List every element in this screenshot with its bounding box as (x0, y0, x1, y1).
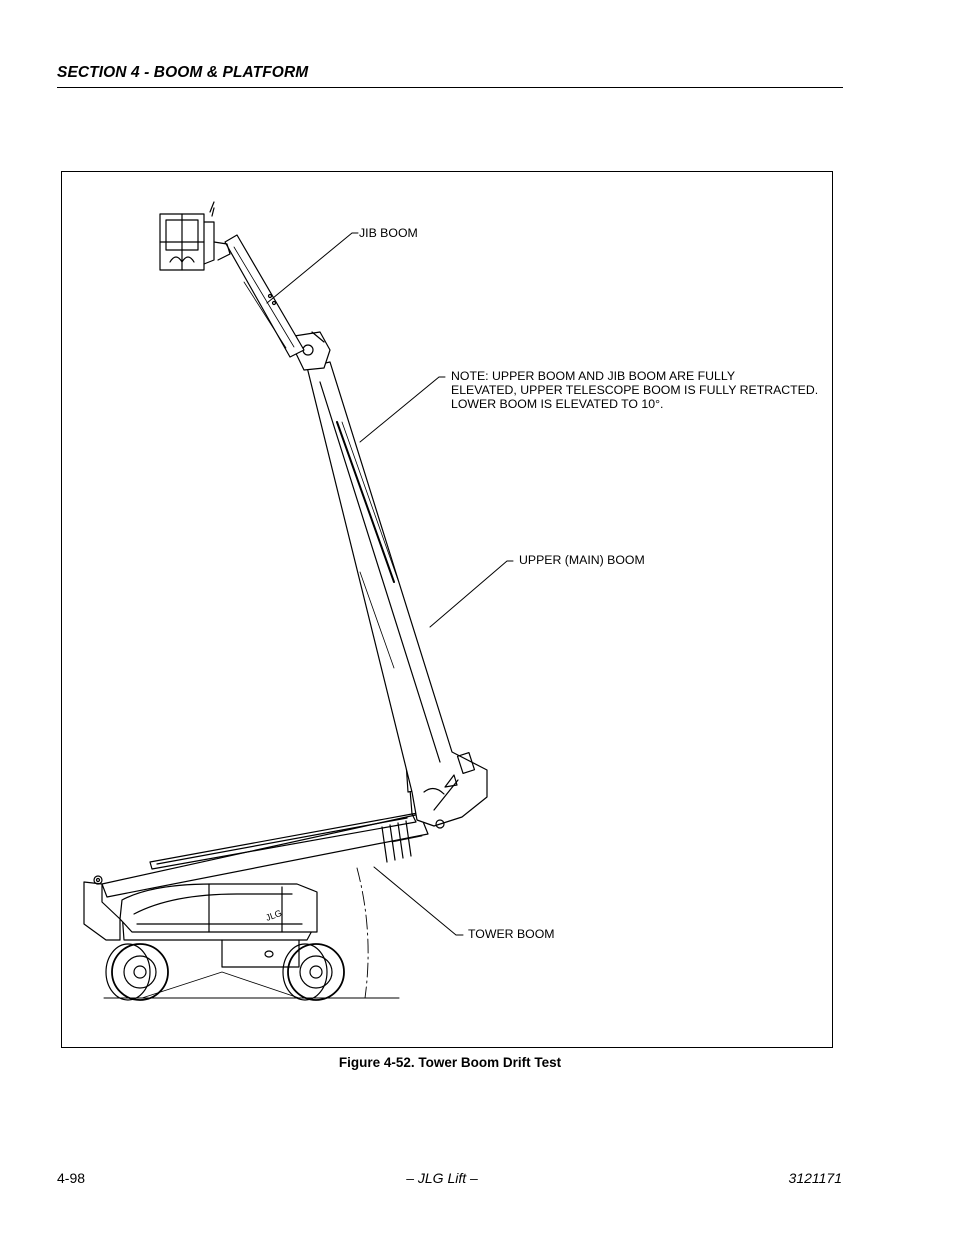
note-leader (359, 376, 446, 443)
page-number: 4-98 (57, 1170, 86, 1186)
leader-lines (266, 232, 514, 936)
turntable: JLG (119, 883, 318, 933)
platform-basket (159, 201, 231, 271)
upper-main-boom (306, 361, 488, 829)
section-header: SECTION 4 - BOOM & PLATFORM (57, 64, 843, 88)
note-line-3: LOWER BOOM IS ELEVATED TO 10°. (451, 397, 664, 411)
document-number: 3121171 (788, 1170, 842, 1186)
jib-boom-label: JIB BOOM (359, 226, 418, 240)
upper-main-boom-label: UPPER (MAIN) BOOM (519, 553, 645, 567)
elevation-arc (356, 867, 369, 999)
tower-boom-label: TOWER BOOM (468, 927, 555, 941)
front-wheels (105, 943, 169, 1001)
figure-caption: Figure 4-52. Tower Boom Drift Test (338, 1055, 562, 1070)
axle-lines (141, 971, 300, 999)
section-title: SECTION 4 - BOOM & PLATFORM (57, 64, 309, 81)
publisher: – JLG Lift – (406, 1170, 478, 1186)
tower-boom-leader (373, 866, 464, 936)
note-line-1: NOTE: UPPER BOOM AND JIB BOOM ARE FULLY (451, 369, 736, 383)
tower-boom (101, 813, 429, 898)
figure-frame: JLG (61, 171, 833, 1048)
note-line-2: ELEVATED, UPPER TELESCOPE BOOM IS FULLY … (451, 383, 819, 397)
boom-lift-illustration: JLG (83, 201, 514, 1001)
jib-boom-leader (266, 232, 359, 304)
upper-boom-leader (429, 560, 514, 628)
rear-bracket (83, 875, 121, 941)
jib-boom (224, 234, 305, 358)
rear-wheels (282, 943, 345, 1001)
